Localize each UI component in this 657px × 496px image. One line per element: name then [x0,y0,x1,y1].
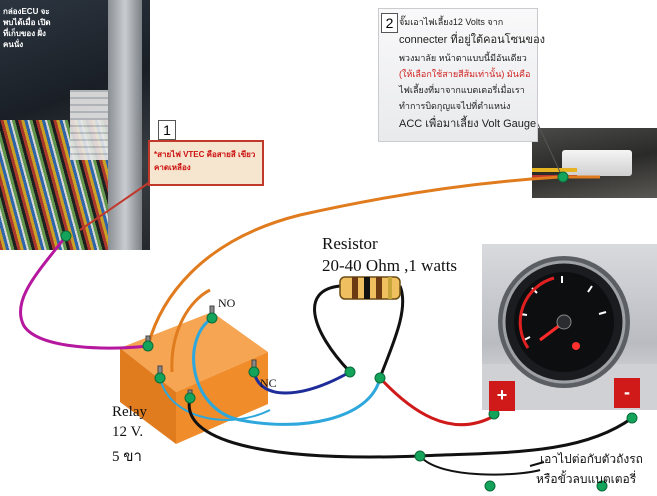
ground-note-line2: หรือขั้วลบแบตเตอรี่ [536,472,637,486]
node [60,230,72,242]
blue-wire [252,370,351,395]
callout-line: พวงมาลัย หน้าตาแบบนี้มีอันเดียว [399,53,527,63]
orange-wire [146,175,561,347]
node [626,412,638,424]
negative-terminal: - [614,378,640,408]
resistor-spec: 20-40 Ohm ,1 watts [322,256,458,275]
relay-nc-label: NC [260,376,277,390]
node [344,366,356,378]
callout-number: 1 [158,120,176,140]
node [154,372,166,384]
red-wire [378,376,495,427]
node [414,450,426,462]
relay-label: Relay [112,404,147,420]
orange-wire-relay [170,288,211,373]
callout-line: connecter ที่อยู่ใต้คอนโซนของ [399,34,546,46]
acc-connector-photo [532,128,657,198]
callout-vtec: 1 *สายไฟ VTEC คือสายสี เขียวคาดเหลือง [148,120,264,186]
node [557,171,569,183]
callout2-pointer [535,119,561,173]
resistor-title: Resistor [322,234,378,253]
connector-wire-yellow [532,168,577,172]
relay-pins-label: 5 ขา [112,449,142,465]
callout-line: ไฟเลี้ยงที่มาจากแบตเตอรี่เมื่อเรา [399,85,525,95]
callout-number: 2 [381,13,398,33]
node [184,392,196,404]
ground-note-line1: เอาไปต่อกับตัวถังรถ [540,452,643,466]
node [374,372,386,384]
ecu-location-note: กล่องECU จะพบได้เมื่อ เปิดที่เก็บของ ฝั่… [3,7,51,49]
ground-arrow [529,461,545,467]
callout1-pointer [79,181,151,231]
node [596,480,608,492]
ecu-photo: กล่องECU จะพบได้เมื่อ เปิดที่เก็บของ ฝั่… [0,0,150,250]
callout-line-warning: (ให้เลือกใช้สายสีส้มเท่านั้น) มันคือ [399,69,531,79]
node [248,366,260,378]
node [206,312,218,324]
volt-gauge-graphic [482,256,657,410]
ground-wire [419,455,541,476]
ecu-bracket [108,0,142,250]
cyan-wire-2 [159,377,271,421]
relay-no-label: NO [218,296,236,310]
positive-terminal: + [489,381,515,411]
relay-voltage-label: 12 V. [112,424,144,440]
callout-line: ACC เพื่อมาเลี้ยง Volt Gauge [399,118,537,130]
node [484,480,496,492]
node [142,340,154,352]
callout-text: *สายไฟ VTEC คือสายสี เขียวคาดเหลือง [154,150,256,172]
magenta-wire [18,235,149,350]
callout-line: จั๊มเอาไฟเลี้ยง12 Volts จาก [399,17,504,27]
resistor-wire [313,284,405,379]
callout-line: ทำการบิดกุญแจไปที่ตำแหน่ง [399,101,511,111]
resistor-component [339,276,401,300]
callout-acc-power: 2 จั๊มเอาไฟเลี้ยง12 Volts จาก connecter … [378,8,545,142]
